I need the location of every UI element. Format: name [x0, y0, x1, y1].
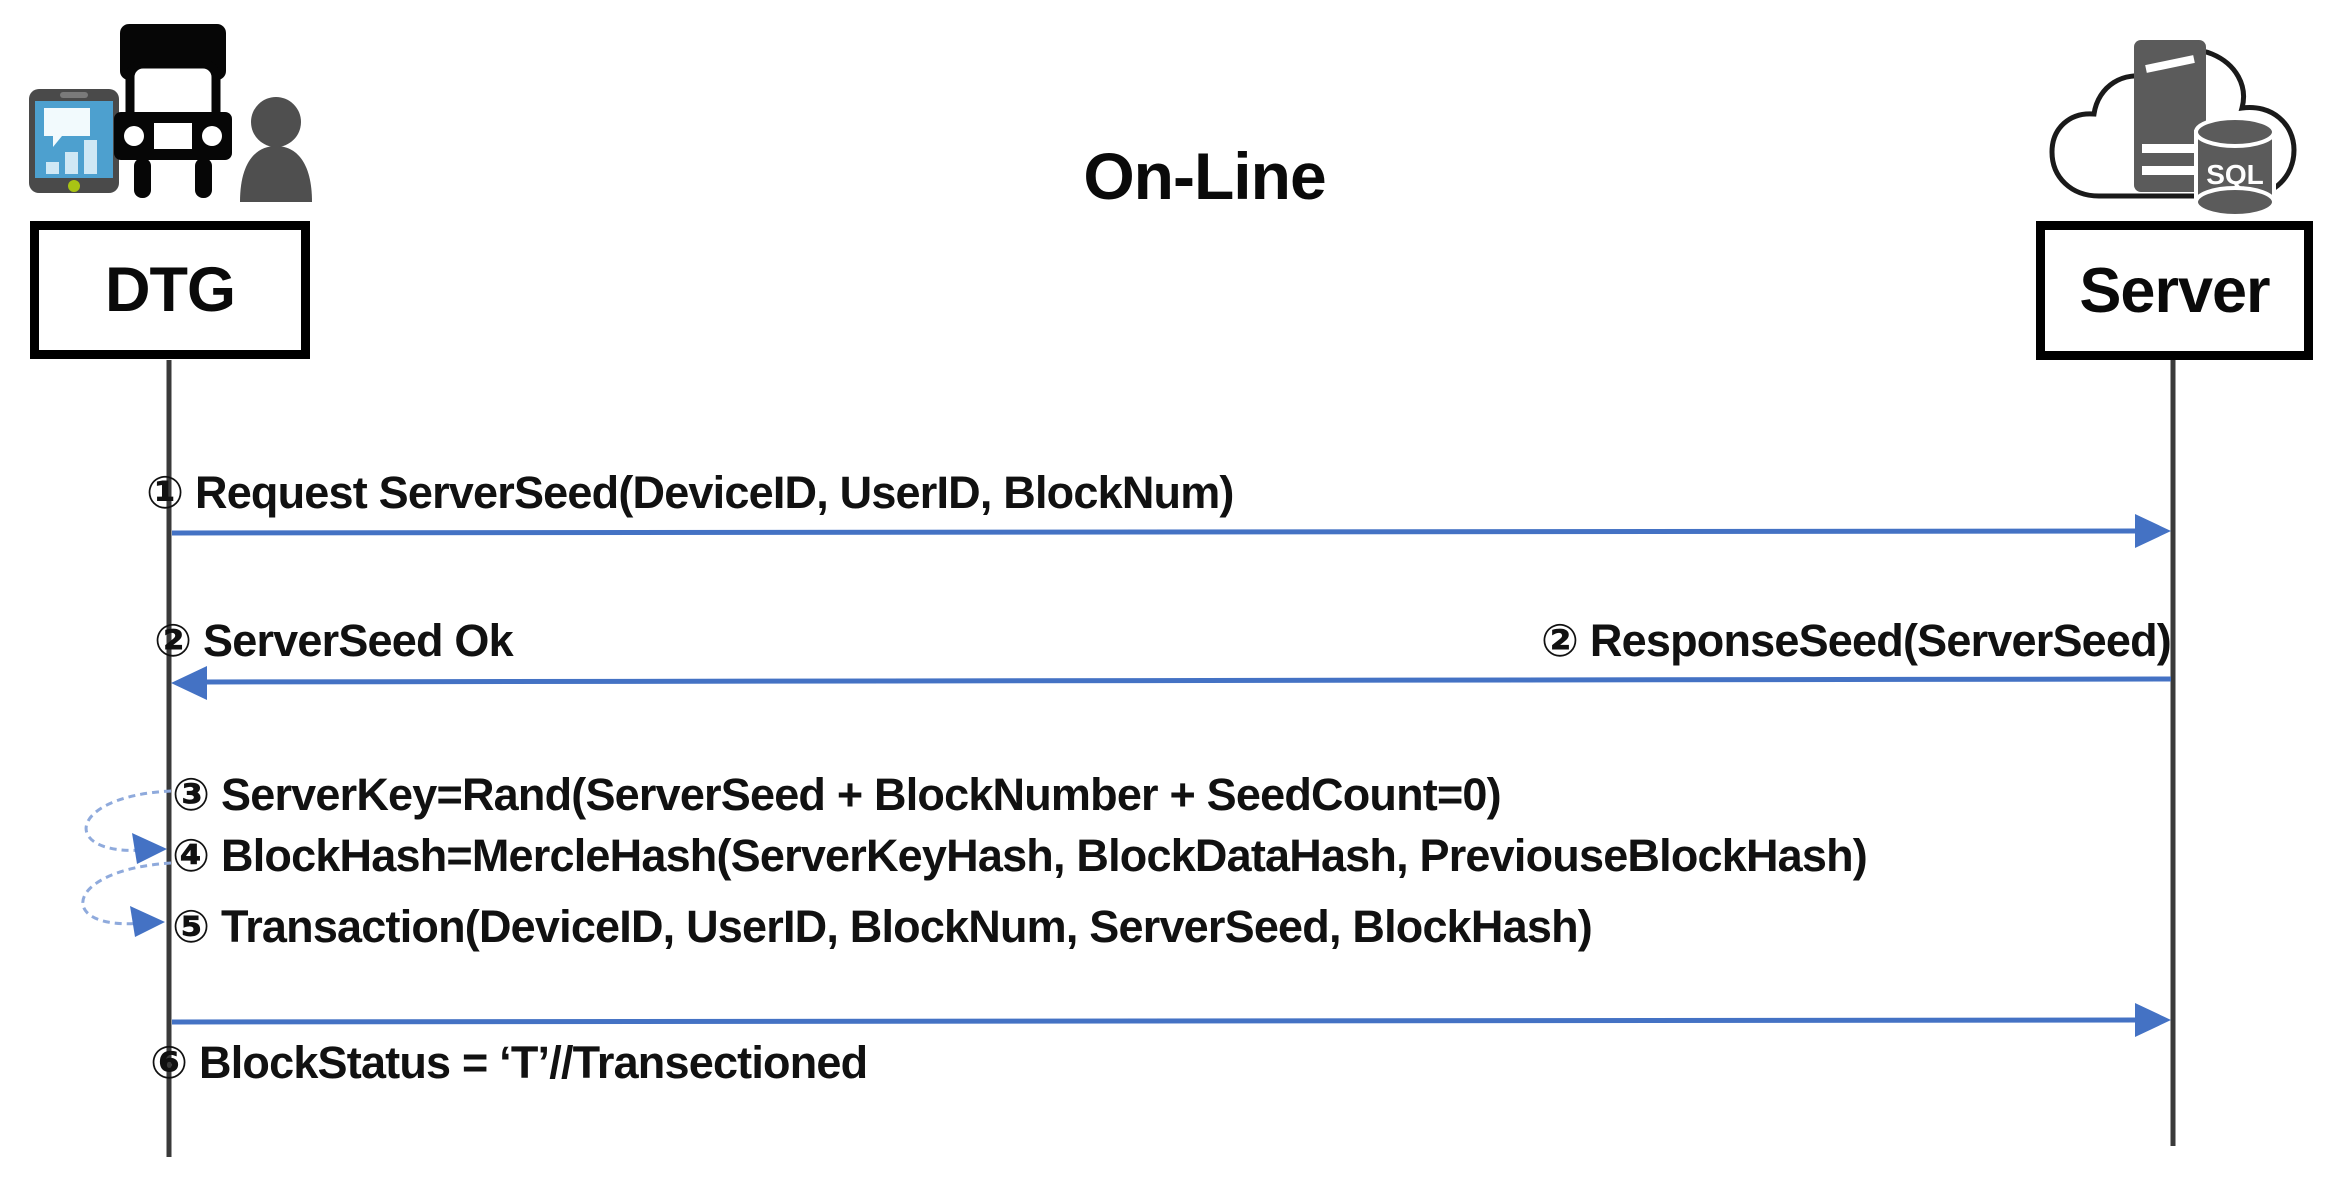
- home-button-shape: [68, 180, 80, 192]
- actor-label-server: Server: [2079, 255, 2270, 326]
- loop-arrowhead-icon: [132, 833, 167, 864]
- arrowhead-right-icon: [2135, 1003, 2171, 1037]
- message-2-right-label: ② ResponseSeed(ServerSeed): [1540, 615, 2172, 666]
- self-loop-arrow-4-to-5: [81, 861, 172, 937]
- actor-box-dtg: DTG: [30, 221, 310, 359]
- arrow-transaction: [171, 1003, 2171, 1037]
- message-3-label: ③ ServerKey=Rand(ServerSeed + BlockNumbe…: [172, 769, 1502, 820]
- loop-arrowhead-icon: [130, 906, 165, 937]
- message-1-label: ① Request ServerSeed(DeviceID, UserID, B…: [146, 467, 1234, 518]
- driver-icon: [240, 97, 312, 202]
- server-tower-shape: [2134, 40, 2206, 192]
- arrowhead-right-icon: [2135, 514, 2171, 548]
- self-loop-arrow-3-to-4: [84, 789, 172, 864]
- arrow-response-seed: [171, 666, 2172, 700]
- sql-database-cylinder-shape: SQL: [2194, 116, 2276, 218]
- message-2-left-label: ② ServerSeed Ok: [154, 615, 514, 666]
- cloud-server-sql-icon: SQL: [2049, 40, 2297, 218]
- diagram-title: On-Line: [1083, 139, 1326, 213]
- sql-badge-label: SQL: [2206, 159, 2264, 190]
- arrow-request-serverseed: [171, 514, 2171, 548]
- message-5-label: ⑤ Transaction(DeviceID, UserID, BlockNum…: [172, 901, 1593, 952]
- truck-icon: [114, 24, 232, 198]
- message-6-label: ⑥ BlockStatus = ‘T’//Transectioned: [150, 1037, 868, 1088]
- speech-bubble-shape: [44, 108, 90, 147]
- arrowhead-left-icon: [171, 666, 207, 700]
- tablet-chart-icon: [29, 89, 119, 193]
- actor-label-dtg: DTG: [105, 255, 236, 325]
- message-4-label: ④ BlockHash=MercleHash(ServerKeyHash, Bl…: [172, 830, 1868, 881]
- actor-box-server: Server: [2036, 221, 2313, 360]
